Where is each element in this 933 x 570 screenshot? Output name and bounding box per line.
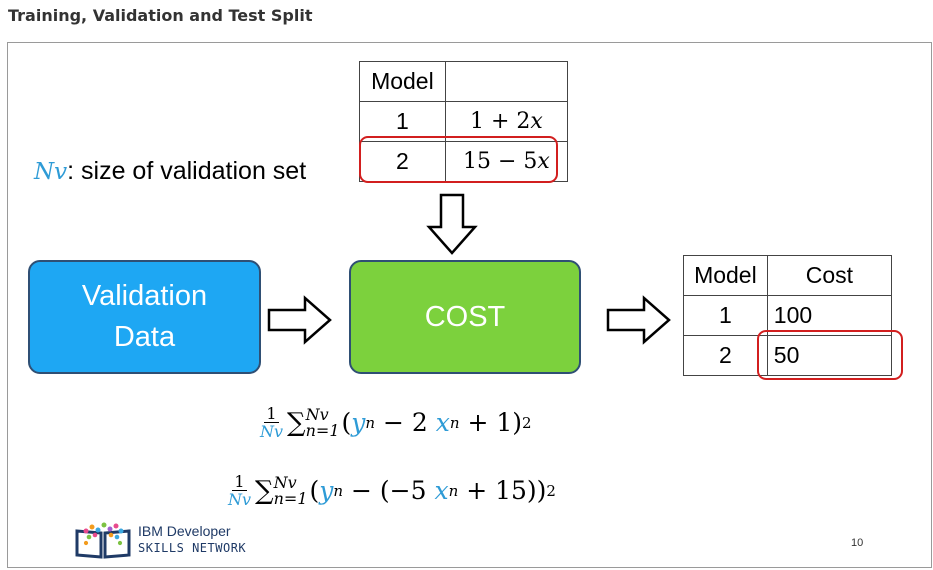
table-header-blank	[444, 61, 569, 102]
validation-label-line1: Validation	[81, 280, 208, 312]
validation-label-line2: Data	[113, 321, 176, 353]
cost-box: COST	[349, 260, 581, 374]
validation-data-box: Validation Data	[28, 260, 261, 374]
formula-tail: + 1)	[459, 408, 523, 437]
arrow-right-icon	[606, 295, 671, 345]
table-cell-model: 1	[683, 295, 768, 336]
table-cell-model: 2	[359, 141, 446, 182]
table-row: Model Cost	[683, 255, 893, 296]
exponent: 2	[522, 413, 532, 432]
summation-upper: Nv	[273, 472, 297, 492]
slide: Model 1 1 + 2x 2 15 − 5x Nv: size of val…	[7, 42, 932, 568]
table-header-cost: Cost	[766, 255, 893, 296]
x-subscript: n	[449, 413, 460, 432]
arrow-right-icon	[267, 295, 332, 345]
formula-tail: + 15))	[458, 476, 547, 505]
summation-symbol: ∑	[287, 407, 306, 438]
arrow-down-icon	[426, 193, 478, 255]
y-subscript: n	[333, 481, 344, 500]
paren-open: (	[309, 476, 320, 505]
summation-limits: Nv n=1	[305, 404, 340, 440]
table-header-model: Model	[683, 255, 768, 296]
logo-text: IBM Developer SKILLS NETWORK	[138, 523, 246, 557]
cost-label: COST	[424, 300, 506, 333]
nv-symbol: Nv	[34, 159, 68, 185]
summation-limits: Nv n=1	[273, 472, 308, 508]
nv-text: : size of validation set	[67, 157, 307, 185]
x-variable: x	[434, 476, 449, 505]
y-subscript: n	[365, 413, 376, 432]
highlight-cost-2	[757, 330, 903, 380]
fraction: 1 Nv	[260, 405, 283, 440]
table-cell-cost: 50	[766, 335, 893, 376]
fraction-numerator: 1	[232, 472, 247, 491]
expression-text: 15 − 5	[462, 149, 538, 174]
nv-definition: Nv: size of validation set	[34, 157, 306, 186]
logo-line2: SKILLS NETWORK	[138, 541, 247, 555]
y-variable: y	[351, 408, 366, 437]
expression-variable: x	[537, 149, 550, 174]
book-logo-icon	[75, 522, 131, 559]
fraction: 1 Nv	[228, 473, 251, 508]
cost-table: Model Cost 1 100 2 50	[683, 255, 893, 376]
table-header-model: Model	[359, 61, 446, 102]
highlight-model-2	[359, 136, 558, 183]
models-table: Model 1 1 + 2x 2 15 − 5x	[359, 61, 569, 182]
expression-text: 1 + 2	[469, 109, 531, 134]
table-row: 1 100	[683, 295, 893, 336]
table-cell-cost: 100	[766, 295, 893, 336]
formula-middle: − 2	[375, 408, 436, 437]
exponent: 2	[546, 481, 556, 500]
page-title: Training, Validation and Test Split	[8, 6, 313, 25]
fraction-denominator: Nv	[260, 422, 284, 441]
table-cell-expression: 1 + 2x	[444, 101, 569, 142]
table-cell-model: 2	[683, 335, 768, 376]
fraction-numerator: 1	[264, 404, 279, 423]
expression-variable: x	[530, 109, 543, 134]
summation-upper: Nv	[305, 404, 329, 424]
table-row: 2 15 − 5x	[359, 141, 569, 182]
summation-lower: n=1	[305, 420, 340, 440]
table-row: 2 50	[683, 335, 893, 376]
logo-line1: IBM Developer	[138, 523, 231, 539]
summation-lower: n=1	[273, 488, 308, 508]
paren-open: (	[341, 408, 352, 437]
formula-middle: − (−5	[343, 476, 435, 505]
x-variable: x	[435, 408, 450, 437]
fraction-denominator: Nv	[228, 490, 252, 509]
y-variable: y	[319, 476, 334, 505]
x-subscript: n	[448, 481, 459, 500]
table-row: Model	[359, 61, 569, 102]
page-number: 10	[851, 537, 864, 549]
ibm-skills-network-logo: IBM Developer SKILLS NETWORK	[74, 521, 246, 559]
summation-symbol: ∑	[255, 475, 274, 506]
